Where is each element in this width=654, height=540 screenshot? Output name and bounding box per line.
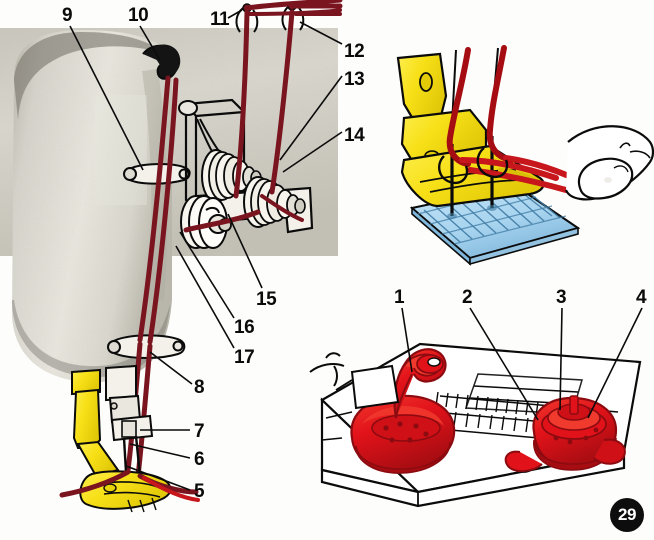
callout-number-15: 15: [256, 289, 277, 310]
callout-number-17: 17: [234, 347, 255, 368]
callout-number-4: 4: [636, 287, 647, 308]
leader-line-11: [227, 9, 243, 19]
bobbin-winder-assembly: [504, 395, 626, 472]
needle-right-icon: [134, 435, 142, 477]
leader-line-12: [299, 21, 343, 45]
presser-foot-sole: [79, 470, 172, 510]
body-top-shadow: [14, 32, 166, 120]
leader-line-4: [587, 307, 643, 419]
needle-thread-guides: [451, 47, 499, 125]
presser-foot-detail-panel: [396, 45, 654, 266]
winder-lever: [504, 450, 543, 472]
leader-line-14: [282, 131, 343, 173]
thread-paths: [125, 0, 343, 479]
body-bottom-shadow: [12, 300, 170, 378]
needle-left-icon: [122, 437, 128, 473]
machine-bed-top: [320, 342, 642, 494]
tension-dial: [180, 195, 232, 249]
page-number-badge: 29: [610, 498, 644, 532]
spool-pin-assembly: [350, 348, 456, 474]
leader-line-2: [469, 307, 539, 421]
main-photo-panel: [0, 0, 343, 540]
photo-grain: [0, 28, 338, 256]
lower-thread-guide: [107, 334, 186, 359]
callout-number-2: 2: [462, 287, 473, 308]
thread-tail-right: [137, 473, 199, 495]
callout-number-6: 6: [194, 449, 205, 470]
leader-line-16: [179, 231, 235, 319]
presser-shank: [396, 52, 448, 126]
callout-number-9: 9: [62, 5, 73, 26]
thread-across-tension: [183, 209, 261, 233]
callout-number-16: 16: [234, 317, 255, 338]
fabric-ribs: [423, 188, 561, 243]
callout-number-13: 13: [344, 69, 365, 90]
spool-base-holes: [383, 421, 429, 443]
upper-thread-guide: [123, 163, 191, 185]
body-side-highlight: [142, 68, 168, 301]
photo-lower-bleed: [0, 256, 338, 540]
tension-disc-stack-left: [201, 149, 262, 203]
callout-number-11: 11: [210, 9, 230, 30]
leader-line-1: [401, 307, 413, 373]
tension-right-block: [282, 186, 314, 234]
machine-arm-behind: [350, 364, 400, 410]
take-up-hook-body: [150, 44, 181, 76]
winder-base: [532, 396, 618, 468]
callout-number-5: 5: [194, 481, 205, 502]
leader-line-9: [69, 25, 144, 171]
leader-line-8: [149, 351, 193, 385]
callout-number-3: 3: [556, 287, 567, 308]
thread-spool-pins: [235, 1, 305, 33]
thread-loops: [438, 147, 509, 185]
callout-number-7: 7: [194, 421, 205, 442]
page-number-text: 29: [618, 505, 636, 524]
detail-threads: [446, 45, 515, 167]
screw-icon: [513, 457, 535, 473]
thread-tail-left: [59, 469, 131, 498]
leader-line-17: [175, 245, 235, 349]
leader-line-13: [279, 75, 343, 161]
callout-number-1: 1: [394, 287, 405, 308]
callout-number-10: 10: [128, 5, 149, 26]
presser-body: [400, 108, 488, 166]
photo-background: [0, 28, 338, 256]
tension-bracket: [196, 188, 298, 224]
callout-number-8: 8: [194, 377, 205, 398]
thread-tail-right-2: [142, 476, 200, 502]
fabric-swatch: [409, 184, 581, 260]
spool-pin: [393, 348, 447, 419]
machine-bed-front: [320, 450, 626, 508]
body-plate-highlight: [95, 95, 147, 205]
machine-bed-left: [320, 397, 422, 494]
hand-left-icon: [309, 352, 345, 387]
thread-exit-tension: [260, 194, 304, 222]
leader-line-6: [129, 443, 191, 459]
hand-icon: [564, 125, 654, 201]
presser-sole: [400, 144, 545, 208]
machine-body-texture: [12, 30, 172, 383]
presser-foot-detail: [396, 52, 545, 208]
tension-assembly: [178, 98, 314, 249]
stitch-chart: [427, 373, 619, 445]
machine-body: [12, 30, 172, 383]
leader-line-3: [559, 307, 563, 411]
leader-line-10: [139, 25, 161, 61]
take-up-hook: [142, 44, 179, 80]
tension-disc-stack-right: [243, 176, 306, 228]
thumb: [577, 157, 634, 200]
bobbin-spindle: [569, 395, 579, 415]
leader-line-5: [125, 465, 191, 491]
bobbin-detail-panel: [309, 342, 642, 508]
leader-line-15: [227, 213, 263, 289]
callout-number-14: 14: [344, 125, 365, 146]
callout-number-12: 12: [344, 41, 365, 62]
presser-foot-assembly-main: [59, 364, 200, 513]
spool-base: [350, 394, 456, 472]
stitch-symbols: [429, 391, 565, 436]
